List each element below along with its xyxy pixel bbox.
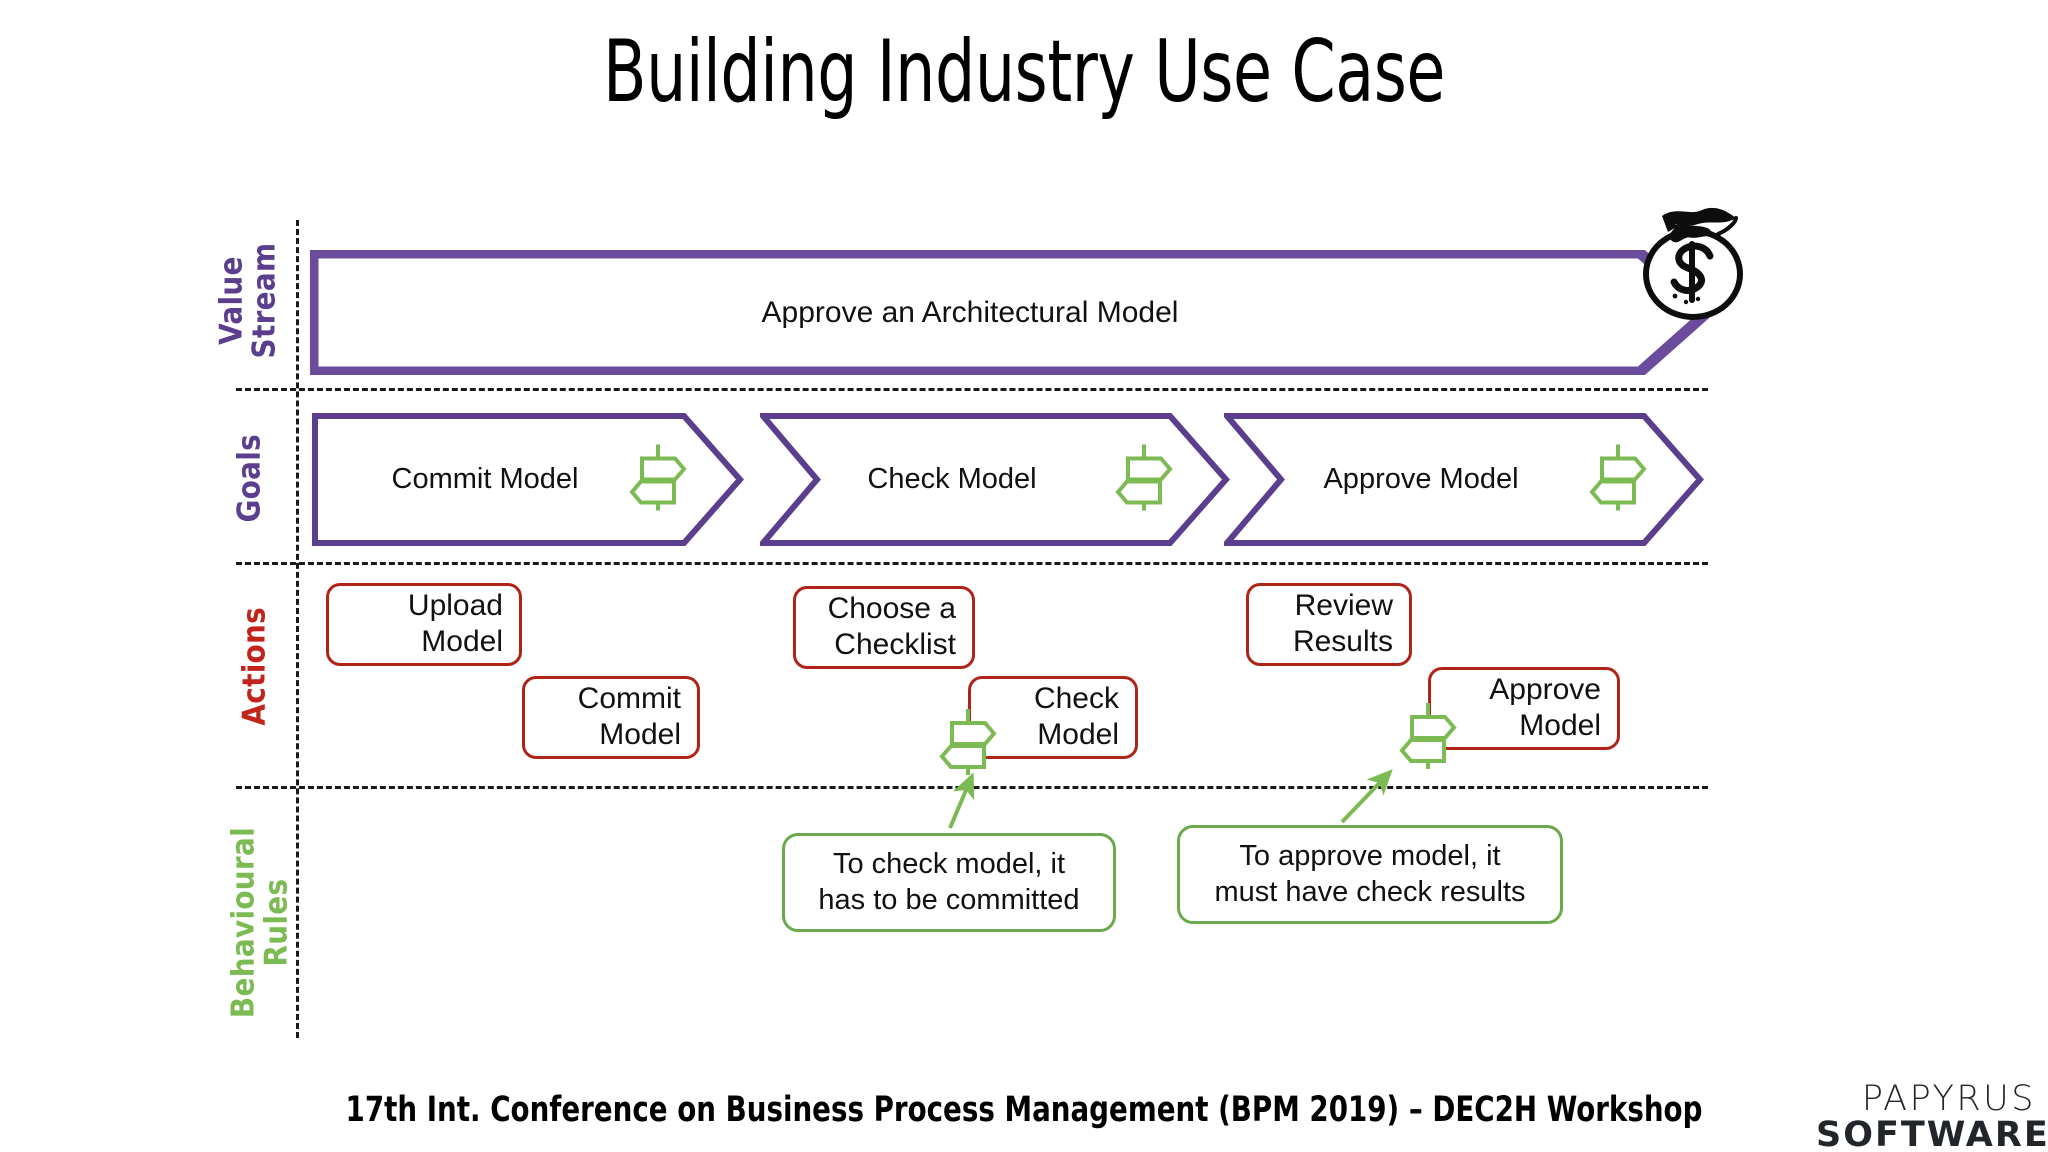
value-stream-arrow-shape	[310, 250, 1710, 375]
goal-chevron-check-model[interactable]: Check Model	[756, 412, 1230, 547]
action-line-1: Approve	[1489, 672, 1601, 706]
money-bag-icon	[1632, 196, 1754, 324]
action-line-1: Upload	[407, 588, 503, 622]
action-line-2: Results	[1292, 624, 1393, 658]
goal-chevron-commit-model[interactable]: Commit Model	[312, 412, 744, 547]
goal-label: Commit Model	[391, 463, 579, 495]
goal-label: Approve Model	[1323, 463, 1519, 495]
action-box-review-results[interactable]: Review Results	[1246, 583, 1412, 666]
action-line-1: Choose a	[827, 591, 956, 625]
action-line-1: Commit	[577, 681, 681, 715]
rule-box-approve-model[interactable]: To approve model, it must have check res…	[1177, 825, 1563, 924]
action-line-2: Model	[599, 717, 681, 751]
signpost-icon	[938, 706, 998, 783]
rule-line-2: has to be committed	[818, 883, 1080, 916]
action-box-approve-model[interactable]: Approve Model	[1428, 667, 1620, 750]
goal-chevron-approve-model[interactable]: Approve Model	[1220, 412, 1704, 547]
signpost-icon	[1398, 700, 1458, 777]
row-label-goals: Goals	[231, 434, 268, 523]
action-line-1: Review	[1294, 588, 1393, 622]
action-line-1: Check	[1033, 681, 1119, 715]
action-line-2: Model	[1037, 717, 1119, 751]
row-label-value-stream: Value Stream	[213, 242, 282, 359]
action-box-choose-a-checklist[interactable]: Choose a Checklist	[793, 586, 975, 669]
papyrus-software-logo: PAPYRUS SOFTWARE	[1816, 1079, 2048, 1152]
chevron-shape	[756, 413, 1230, 546]
page-title: Building Industry Use Case	[603, 22, 1445, 122]
action-line-2: Model	[421, 624, 503, 658]
vertical-axis-dashed-line	[296, 220, 299, 1038]
footer-conference-text: 17th Int. Conference on Business Process…	[345, 1090, 1703, 1130]
action-line-2: Model	[1519, 708, 1601, 742]
goal-label: Check Model	[867, 463, 1037, 495]
logo-word-papyrus: PAPYRUS	[1861, 1079, 2036, 1119]
value-stream-band[interactable]: Approve an Architectural Model	[310, 250, 1710, 375]
row-separator-actions-rules	[236, 786, 1708, 789]
rule-line-1: To approve model, it	[1239, 840, 1501, 873]
action-line-2: Checklist	[834, 627, 956, 661]
arrow-rule-to-approve-model	[1340, 769, 1393, 824]
row-separator-value-stream-goals	[236, 388, 1708, 391]
chevron-shape	[312, 413, 744, 546]
logo-word-software: SOFTWARE	[1816, 1115, 2048, 1152]
row-label-behavioural-rules: Behavioural Rules	[225, 827, 294, 1019]
signpost-icon	[1588, 441, 1648, 518]
arrow-rule-to-check-model	[948, 772, 975, 829]
row-separator-goals-actions	[236, 562, 1708, 565]
rule-line-2: must have check results	[1214, 875, 1526, 908]
rule-line-1: To check model, it	[832, 848, 1066, 881]
rule-box-check-model[interactable]: To check model, it has to be committed	[782, 833, 1116, 932]
signpost-icon	[1114, 441, 1174, 518]
action-box-check-model[interactable]: Check Model	[968, 676, 1138, 759]
value-stream-label: Approve an Architectural Model	[761, 295, 1179, 329]
action-box-commit-model[interactable]: Commit Model	[522, 676, 700, 759]
row-label-actions: Actions	[236, 606, 273, 726]
action-box-upload-model[interactable]: Upload Model	[326, 583, 522, 666]
signpost-icon	[628, 441, 688, 518]
chevron-shape	[1220, 413, 1704, 546]
